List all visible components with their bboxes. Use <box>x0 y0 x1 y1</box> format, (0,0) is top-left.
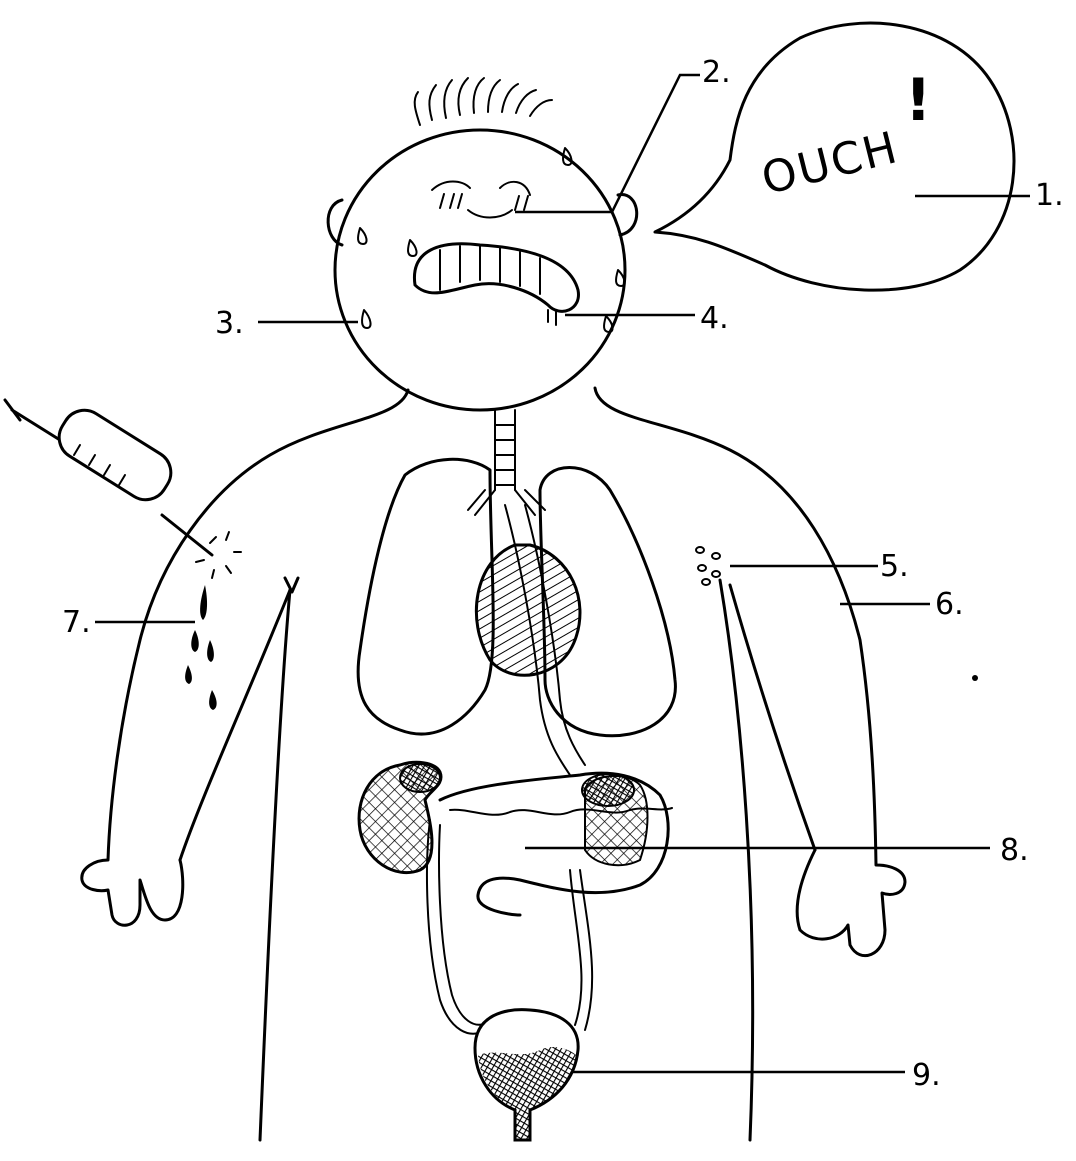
blood-drops <box>185 585 217 710</box>
injection-site <box>196 532 241 578</box>
label-8: 8. <box>1000 833 1029 868</box>
syringe-icon <box>5 400 212 555</box>
label-1: 1. <box>1035 178 1064 213</box>
label-4: 4. <box>700 301 729 336</box>
speech-exclaim: ! <box>905 66 931 134</box>
hair <box>415 78 552 125</box>
kidney <box>359 762 441 872</box>
bladder <box>475 1010 578 1140</box>
label-5: 5. <box>880 549 909 584</box>
stomach <box>440 773 672 915</box>
label-3: 3. <box>215 306 244 341</box>
label-7: 7. <box>62 605 91 640</box>
speech-text: OUCH <box>757 122 904 205</box>
skin-spots <box>696 547 720 585</box>
label-9: 9. <box>912 1058 941 1093</box>
head <box>328 130 637 410</box>
ureters <box>427 820 592 1034</box>
label-6: 6. <box>935 587 964 622</box>
ink-dot <box>972 675 978 681</box>
label-2: 2. <box>702 55 731 90</box>
